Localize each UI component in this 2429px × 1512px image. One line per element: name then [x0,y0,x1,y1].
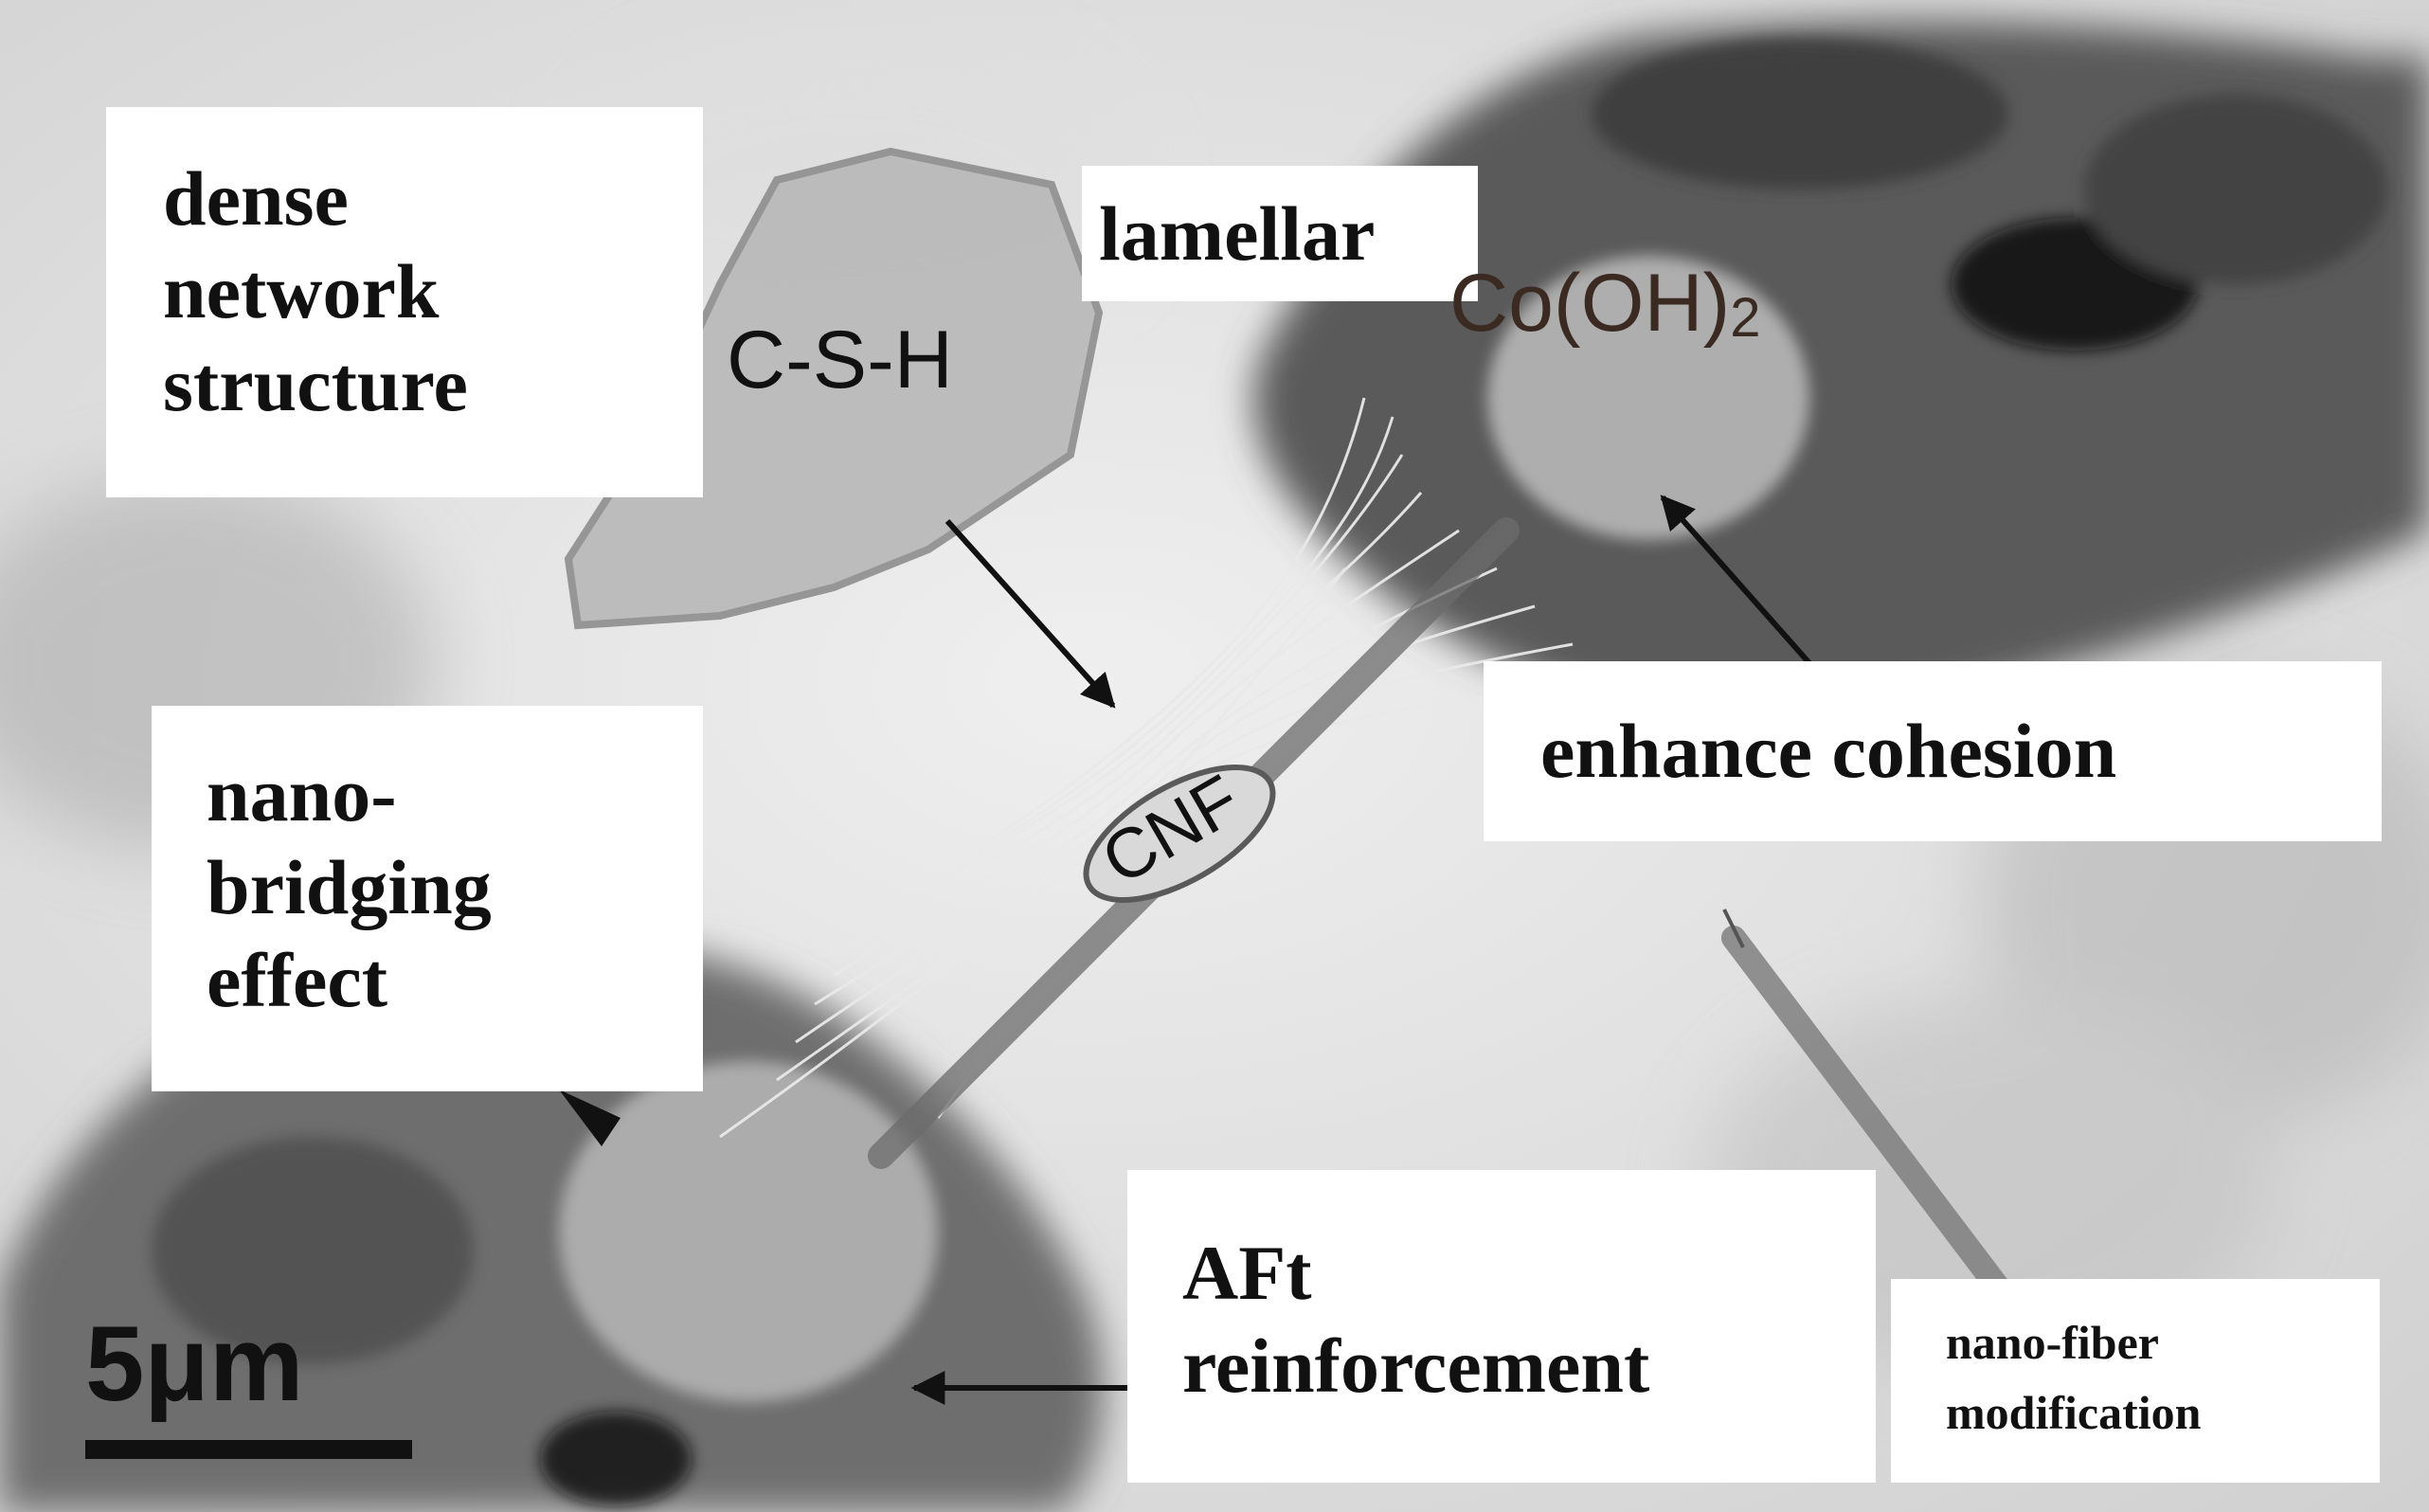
label-lamellar-text: lamellar [1099,190,1376,277]
label-nano-fiber-modification: nano-fiber modification [1891,1279,2380,1483]
label-line: AFt [1182,1230,1312,1316]
label-line: structure [163,341,468,427]
label-lamellar: lamellar [1082,166,1478,301]
label-csh: C-S-H [727,313,953,407]
scale-bar-label: 5μm [85,1303,303,1426]
label-aft-reinforcement: AFt reinforcement [1127,1170,1876,1483]
label-line: modification [1946,1386,2202,1439]
label-line: network [163,248,440,334]
label-csh-text: C-S-H [727,315,953,405]
arrow-cohesion-to-coh2 [1660,495,1812,665]
label-line: reinforcement [1182,1323,1650,1409]
label-co-oh2-base: Co(OH) [1449,258,1731,349]
label-enhance-cohesion-text: enhance cohesion [1540,708,2117,794]
label-line: nano- [207,751,397,837]
label-line: dense [163,155,349,242]
scale-bar-line [85,1440,412,1459]
scale-bar-text: 5μm [85,1305,304,1423]
label-nano-bridging-effect: nano- bridging effect [152,706,703,1091]
label-line: nano-fiber [1946,1316,2159,1369]
arrow-csh-to-cnf [945,518,1116,709]
label-line: effect [207,937,388,1023]
label-co-oh2-subscript: 2 [1730,287,1761,349]
label-dense-network-structure: dense network structure [106,107,703,497]
label-enhance-cohesion: enhance cohesion [1484,661,2382,841]
label-co-oh2: Co(OH)2 [1449,256,1760,366]
label-line: bridging [207,844,492,930]
